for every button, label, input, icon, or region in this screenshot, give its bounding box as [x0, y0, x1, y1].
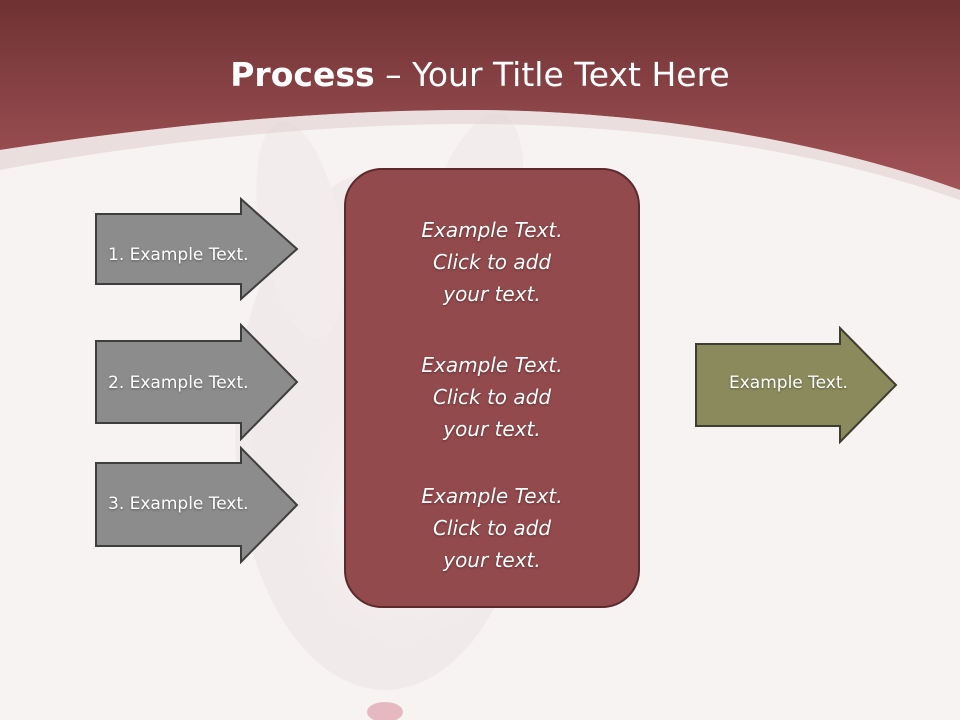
- block-3-line-2: Click to add: [432, 516, 552, 540]
- result-arrow-label: Example Text.: [729, 373, 848, 393]
- block-3-line-1: Example Text.: [421, 484, 563, 508]
- title-rest: Your Title Text Here: [412, 55, 730, 94]
- center-content-box[interactable]: Example Text. Click to add your text. Ex…: [344, 168, 640, 608]
- block-1-line-1: Example Text.: [421, 218, 563, 242]
- process-arrow-1-label: 1. Example Text.: [108, 245, 249, 265]
- process-arrow-1[interactable]: [94, 197, 300, 301]
- title-dash: –: [374, 55, 413, 94]
- block-3-line-3: your text.: [443, 548, 541, 572]
- title-bold: Process: [230, 55, 375, 94]
- process-arrow-3-label: 3. Example Text.: [108, 494, 249, 514]
- page-title: Process – Your Title Text Here: [0, 50, 960, 100]
- result-arrow[interactable]: [694, 326, 900, 444]
- process-arrow-2-label: 2. Example Text.: [108, 373, 249, 393]
- center-text-block-1[interactable]: Example Text. Click to add your text.: [346, 214, 638, 310]
- header-curve-highlight: [0, 110, 960, 200]
- block-2-line-2: Click to add: [432, 385, 552, 409]
- center-text-block-3[interactable]: Example Text. Click to add your text.: [346, 480, 638, 576]
- block-2-line-1: Example Text.: [421, 353, 563, 377]
- center-text-block-2[interactable]: Example Text. Click to add your text.: [346, 349, 638, 445]
- header-band: [0, 0, 960, 190]
- process-arrow-3[interactable]: [94, 446, 300, 564]
- block-2-line-3: your text.: [443, 417, 541, 441]
- process-arrow-2[interactable]: [94, 323, 300, 441]
- block-1-line-3: your text.: [443, 282, 541, 306]
- block-1-line-2: Click to add: [432, 250, 552, 274]
